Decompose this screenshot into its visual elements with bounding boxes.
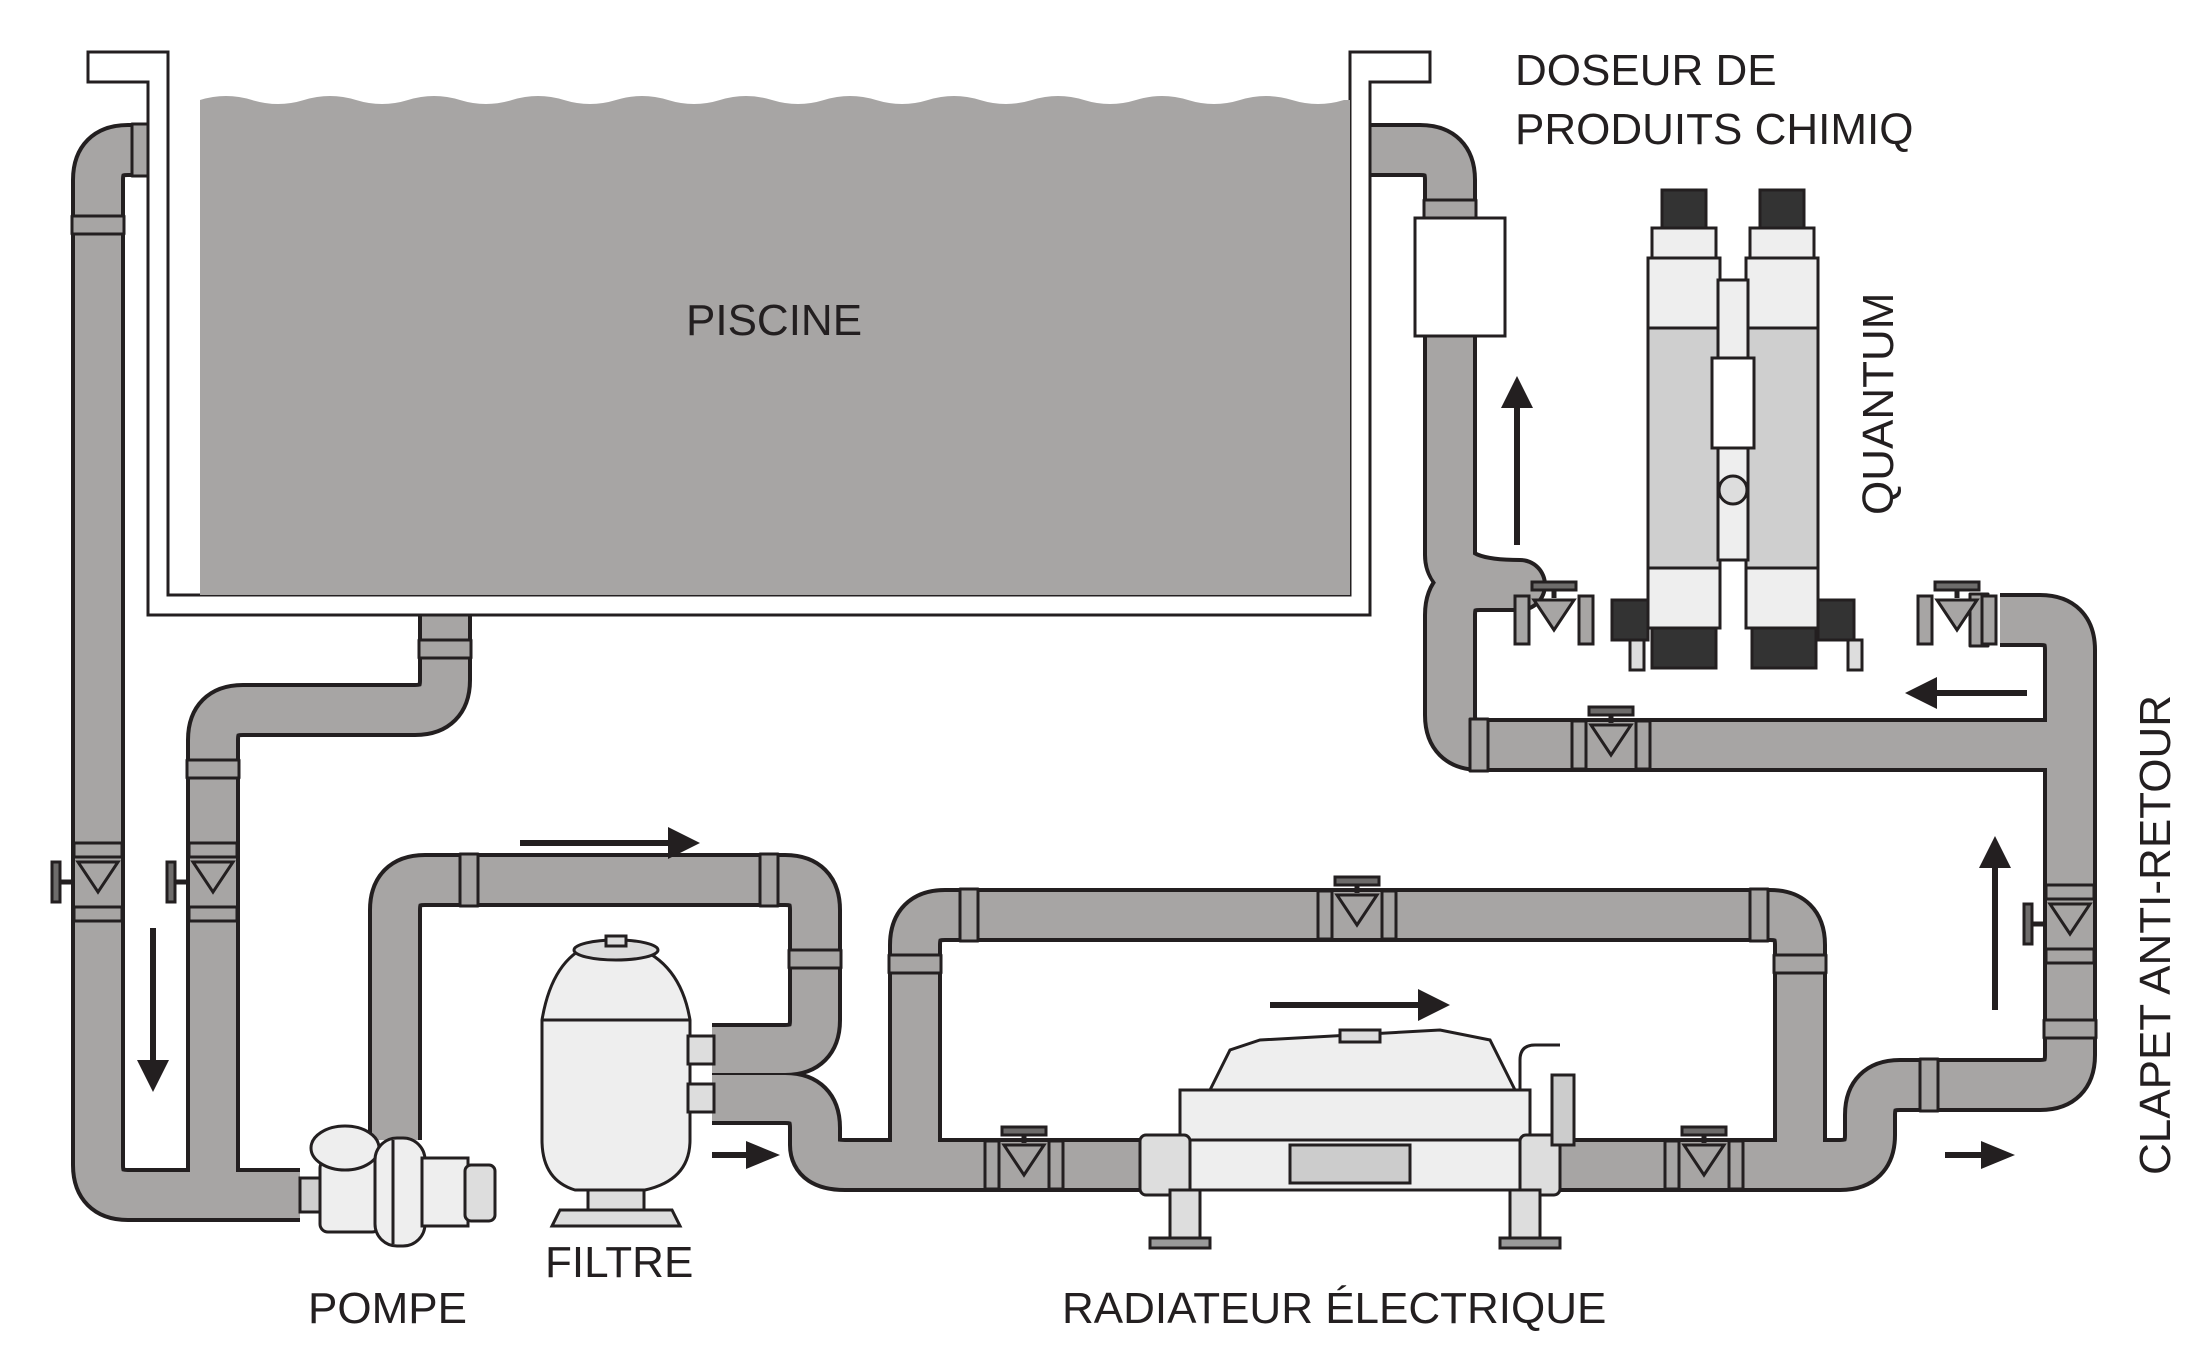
label-check-valve: CLAPET ANTI-RETOUR: [2131, 695, 2180, 1175]
arrow-up-right: [1979, 836, 2011, 1010]
pump: [298, 1124, 497, 1248]
arrow-right-bottom: [1945, 1141, 2015, 1169]
quantum-uv-unit: [1610, 188, 1864, 672]
chemical-dosing-unit: [1413, 216, 1507, 338]
arrow-right-top: [520, 827, 700, 859]
label-pool: PISCINE: [686, 296, 862, 345]
valve-quantum-in: [1513, 580, 1595, 646]
label-pump: POMPE: [308, 1284, 467, 1333]
label-quantum: QUANTUM: [1854, 293, 1903, 515]
valve-heater-in: [983, 1125, 1065, 1191]
label-heater: RADIATEUR ÉLECTRIQUE: [1062, 1284, 1606, 1333]
flow-arrows: [137, 376, 2027, 1169]
sand-filter: [540, 934, 716, 1228]
arrow-up-dosing: [1501, 376, 1533, 545]
pool-water: [200, 96, 1350, 595]
valve-bypass-top: [1316, 875, 1398, 941]
arrow-down-left: [137, 928, 169, 1092]
label-dosing-line2: PRODUITS CHIMIQ: [1515, 105, 1913, 154]
electric-heater: [1138, 1028, 1576, 1250]
valve-left-inner: [165, 841, 239, 923]
label-dosing-line1: DOSEUR DE: [1515, 46, 1777, 95]
arrow-right-filter: [712, 1141, 780, 1169]
valve-quantum-out: [1916, 580, 1998, 646]
arrow-left-bypass: [1905, 677, 2027, 709]
valve-left-outer: [50, 841, 124, 923]
valve-quantum-bypass: [1570, 705, 1652, 771]
check-valve: [2022, 883, 2096, 965]
arrow-right-heater: [1270, 989, 1450, 1021]
label-filter: FILTRE: [545, 1238, 693, 1287]
valve-heater-out: [1663, 1125, 1745, 1191]
pool: [86, 50, 1432, 617]
